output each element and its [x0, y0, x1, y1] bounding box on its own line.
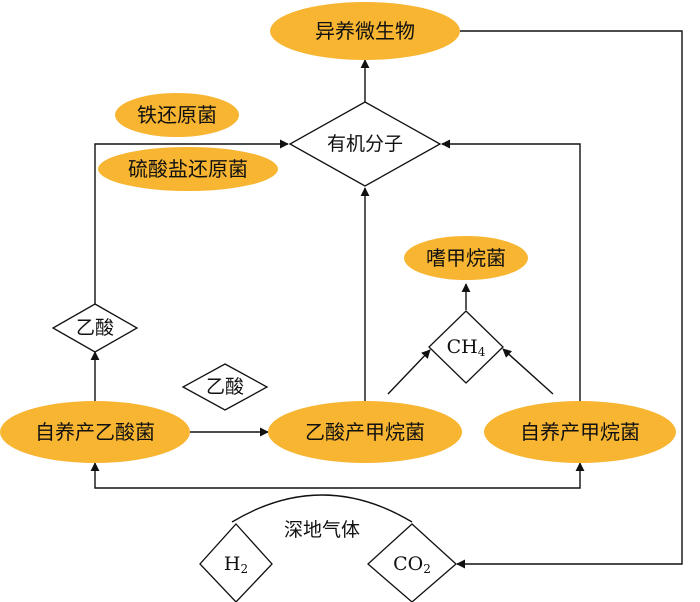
node-organic-molecules: 有机分子 — [288, 101, 442, 187]
deep-gas-arc — [231, 494, 413, 523]
deep-gas-label: 深地气体 — [284, 519, 360, 541]
autotrophic-acetogens-label: 自养产乙酸菌 — [35, 420, 155, 444]
h2-diamond — [199, 523, 273, 602]
heterotrophs-label: 异养微生物 — [315, 19, 415, 43]
h2-label: H2 — [224, 553, 248, 576]
arrow-autotrophic-methanogens-to-organic — [441, 139, 581, 402]
acetate-left-diamond — [51, 303, 139, 353]
acetate-left-label: 乙酸 — [76, 317, 114, 339]
autotrophic-acetogens-ellipse — [0, 401, 190, 463]
co2-main-text: CO — [393, 553, 423, 575]
node-autotrophic-acetogens: 自养产乙酸菌 — [0, 401, 190, 463]
node-ch4: CH4 — [428, 310, 504, 384]
acetate-mid-diamond — [181, 363, 269, 411]
methanotrophs-label: 嗜甲烷菌 — [426, 246, 506, 270]
sulfate-reducers-ellipse — [98, 147, 278, 191]
ch4-diamond — [428, 310, 504, 384]
h2-main-text: H — [224, 553, 241, 575]
node-sulfate-reducers: 硫酸盐还原菌 — [98, 147, 278, 191]
node-acetoclastic-methanogens: 乙酸产甲烷菌 — [268, 401, 462, 463]
arrow-heterotrophs-to-co2 — [456, 30, 683, 569]
node-methanotrophs: 嗜甲烷菌 — [404, 236, 528, 280]
ch4-label: CH4 — [447, 336, 486, 359]
acetate-mid-label: 乙酸 — [206, 376, 244, 398]
h2-subscript: 2 — [240, 562, 248, 576]
organic-molecules-label: 有机分子 — [327, 133, 403, 155]
co2-label: CO2 — [393, 553, 431, 576]
arrow-autotrophic-to-ch4 — [502, 348, 554, 395]
arrow-acetate-to-organic — [94, 139, 289, 305]
node-acetate-mid: 乙酸 — [181, 363, 269, 411]
node-h2: H2 — [199, 523, 273, 602]
iron-reducers-label: 铁还原菌 — [137, 103, 217, 127]
arrow-deep-gas-supply — [90, 462, 585, 489]
node-autotrophic-methanogens: 自养产甲烷菌 — [484, 401, 676, 463]
co2-subscript: 2 — [423, 562, 431, 576]
heterotrophs-ellipse — [270, 2, 460, 60]
node-acetate-left: 乙酸 — [51, 303, 139, 353]
ch4-subscript: 4 — [478, 345, 486, 359]
autotrophic-methanogens-label: 自养产甲烷菌 — [520, 420, 640, 444]
arrow-acetoclastic-to-ch4 — [387, 349, 431, 395]
autotrophic-methanogens-ellipse — [484, 401, 676, 463]
sulfate-reducers-label: 硫酸盐还原菌 — [128, 157, 248, 181]
acetoclastic-methanogens-label: 乙酸产甲烷菌 — [305, 420, 425, 444]
node-heterotrophs: 异养微生物 — [270, 2, 460, 60]
iron-reducers-ellipse — [115, 93, 239, 137]
ch4-main-text: CH — [447, 336, 478, 358]
co2-diamond — [367, 523, 457, 602]
organic-molecules-diamond — [288, 101, 442, 187]
node-iron-reducers: 铁还原菌 — [115, 93, 239, 137]
methanotrophs-ellipse — [404, 236, 528, 280]
node-co2: CO2 — [367, 523, 457, 602]
acetoclastic-methanogens-ellipse — [268, 401, 462, 463]
